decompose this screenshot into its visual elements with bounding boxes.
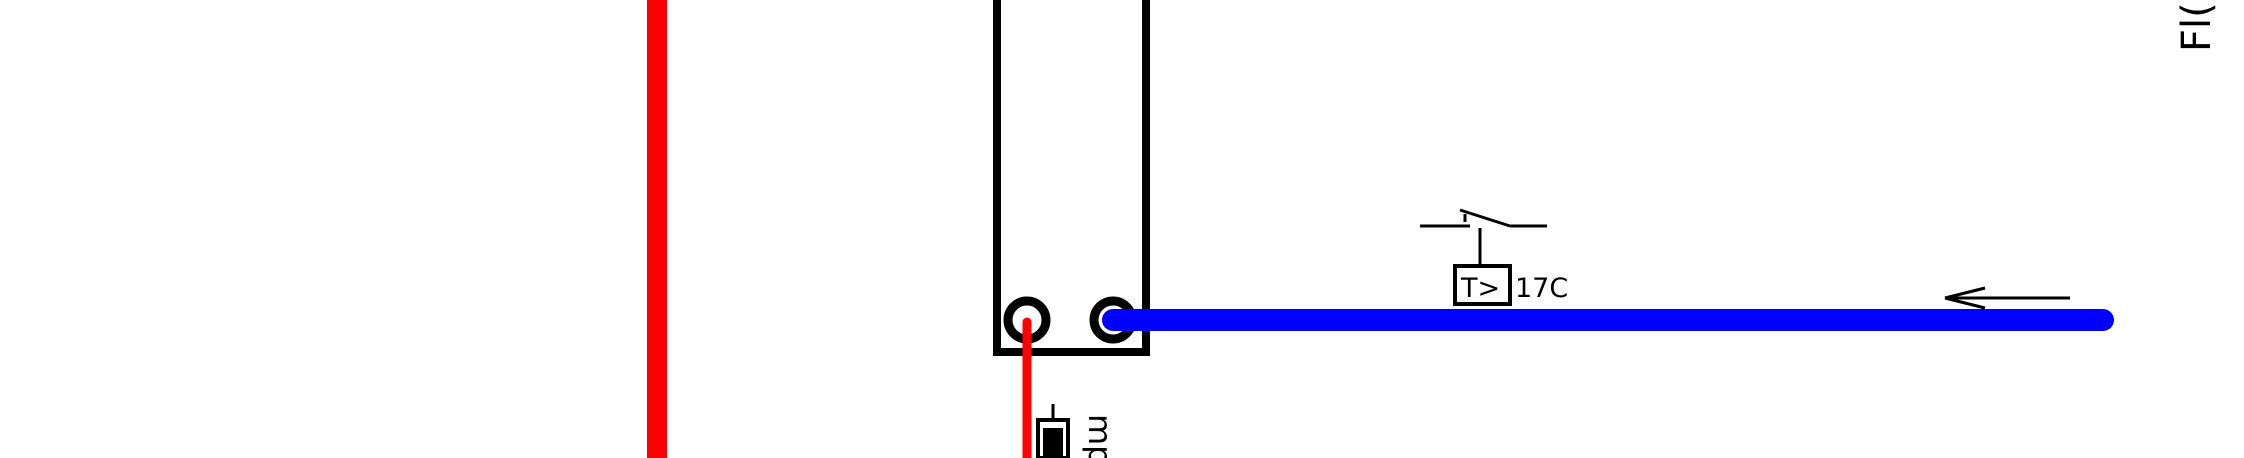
thermostat-setpoint: 17C <box>1515 273 1568 304</box>
switch-contact-icon <box>1420 208 1547 266</box>
left-arrow-icon <box>1944 286 2070 310</box>
thermostat-box <box>1453 264 1512 306</box>
thermostat-symbol: T> <box>1460 273 1500 304</box>
pump-icon <box>1036 404 1070 458</box>
pump-label: mp <box>1081 414 1119 458</box>
edge-label: Fl( <box>2174 2 2220 52</box>
tank-outline <box>993 0 1150 356</box>
